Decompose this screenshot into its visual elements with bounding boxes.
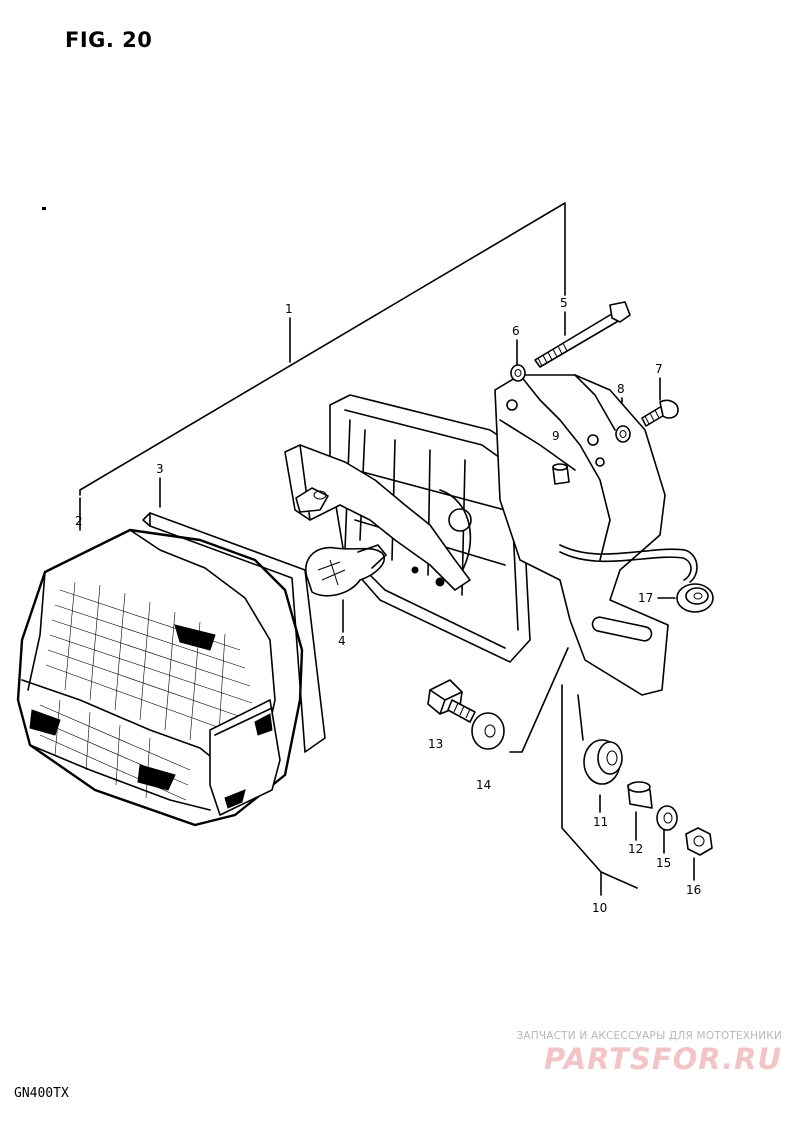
part-3-gasket bbox=[142, 512, 326, 753]
part-11-grommet bbox=[583, 739, 623, 785]
part-12-collar bbox=[627, 781, 653, 809]
callout-2: 2 bbox=[75, 514, 83, 528]
watermark-tagline: ЗАПЧАСТИ И АКСЕССУАРЫ ДЛЯ МОТОТЕХНИКИ bbox=[516, 1030, 782, 1042]
part-13-bolt bbox=[427, 679, 476, 723]
callout-4: 4 bbox=[338, 634, 346, 648]
callout-labels: 1 2 3 4 5 6 7 8 9 10 11 12 13 14 15 16 1… bbox=[75, 296, 701, 915]
callout-14: 14 bbox=[476, 778, 491, 792]
callout-6: 6 bbox=[512, 324, 520, 338]
callout-16: 16 bbox=[686, 883, 701, 897]
part-4-bulb bbox=[305, 544, 387, 597]
stray-mark bbox=[42, 207, 46, 210]
callout-5: 5 bbox=[560, 296, 568, 310]
callout-9: 9 bbox=[552, 429, 560, 443]
callout-13: 13 bbox=[428, 737, 443, 751]
callout-15: 15 bbox=[656, 856, 671, 870]
model-code: GN400TX bbox=[14, 1086, 69, 1101]
callout-11: 11 bbox=[593, 815, 608, 829]
callout-10: 10 bbox=[592, 901, 607, 915]
part-17-grommet bbox=[676, 583, 714, 613]
callout-17: 17 bbox=[638, 591, 653, 605]
part-5-bolt bbox=[534, 301, 631, 368]
part-reflector-plate bbox=[284, 444, 471, 591]
part-mounting-bracket bbox=[494, 374, 698, 696]
callout-7: 7 bbox=[655, 362, 663, 376]
figure-title: FIG. 20 bbox=[65, 28, 153, 52]
callout-1: 1 bbox=[285, 302, 293, 316]
callout-12: 12 bbox=[628, 842, 643, 856]
part-14-washer bbox=[471, 712, 505, 750]
part-2-lens bbox=[16, 528, 304, 827]
watermark-brand-logo: PARTSFOR.RU bbox=[544, 1042, 782, 1076]
callout-3: 3 bbox=[156, 462, 164, 476]
leader-lines bbox=[79, 202, 695, 896]
part-7-screw bbox=[641, 399, 679, 427]
callout-8: 8 bbox=[617, 382, 625, 396]
watermark: ЗАПЧАСТИ И АКСЕССУАРЫ ДЛЯ МОТОТЕХНИКИ PA… bbox=[516, 1030, 782, 1076]
part-15-washer bbox=[656, 805, 678, 831]
part-9-spacer bbox=[552, 463, 570, 485]
part-8-washer bbox=[615, 425, 631, 443]
part-6-washer bbox=[510, 364, 526, 382]
part-16-nut bbox=[685, 827, 713, 856]
